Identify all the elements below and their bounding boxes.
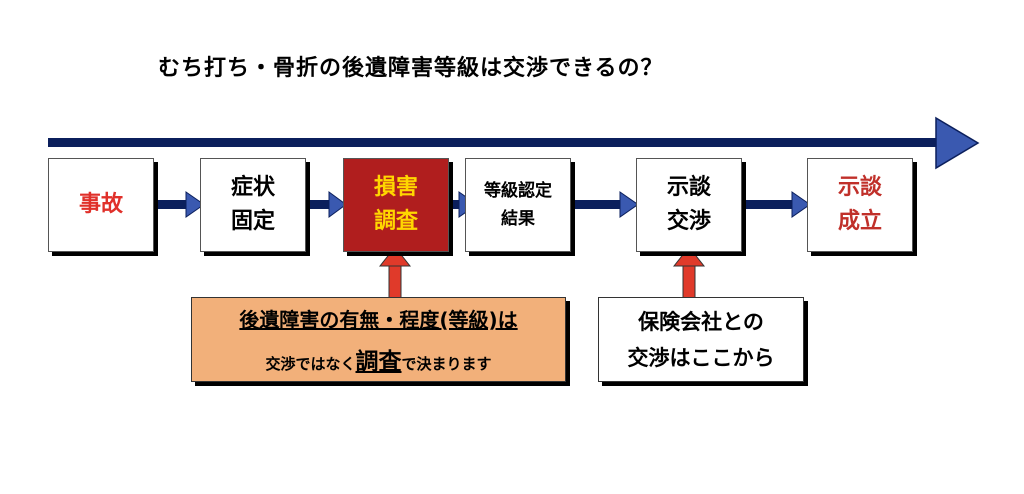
note-investigation-emphasis: 調査: [355, 349, 402, 375]
note-investigation-post: で決まります: [401, 355, 492, 373]
note-investigation-line1: 後遺障害の有無・程度(等級)は: [239, 308, 518, 332]
note-negotiation: 保険会社との 交渉はここから: [598, 297, 804, 382]
step-damage-investigation-line2: 調査: [373, 209, 418, 234]
timeline-shaft: [48, 138, 938, 147]
step-settlement-negotiation-line1: 示談: [666, 175, 711, 200]
step-damage-investigation-line1: 損害: [373, 175, 418, 200]
step-accident: 事故: [48, 158, 154, 252]
note-investigation: 後遺障害の有無・程度(等級)は 交渉ではなく調査で決まります: [191, 297, 566, 382]
connector-1: [156, 191, 205, 218]
note-investigation-pre: 交渉ではなく: [265, 355, 356, 373]
step-accident-label: 事故: [78, 192, 123, 217]
step-settlement-reached: 示談 成立: [807, 158, 913, 252]
connector-5: [744, 191, 811, 218]
step-grade-result: 等級認定 結果: [465, 158, 571, 252]
pointer-negotiation: [672, 246, 706, 301]
note-negotiation-line2: 交渉はここから: [627, 346, 775, 370]
pointer-investigation: [378, 246, 412, 301]
note-investigation-line2: 交渉ではなく調査で決まります: [192, 342, 565, 376]
step-symptom-fixed-line2: 固定: [230, 209, 275, 234]
step-grade-result-line2: 結果: [501, 209, 535, 229]
step-settlement-reached-line1: 示談: [837, 175, 882, 200]
step-settlement-negotiation-line2: 交渉: [666, 209, 711, 234]
timeline-arrowhead: [935, 116, 980, 170]
step-symptom-fixed: 症状 固定: [200, 158, 306, 252]
step-symptom-fixed-line1: 症状: [230, 175, 275, 200]
step-settlement-reached-line2: 成立: [837, 209, 882, 234]
page-title: むち打ち・骨折の後遺障害等級は交渉できるの？: [158, 56, 664, 81]
note-negotiation-line1: 保険会社との: [638, 310, 764, 334]
step-settlement-negotiation: 示談 交渉: [636, 158, 742, 252]
connector-4: [574, 191, 639, 218]
connector-2: [309, 191, 347, 218]
step-grade-result-line1: 等級認定: [484, 181, 552, 201]
step-damage-investigation: 損害 調査: [343, 158, 449, 252]
